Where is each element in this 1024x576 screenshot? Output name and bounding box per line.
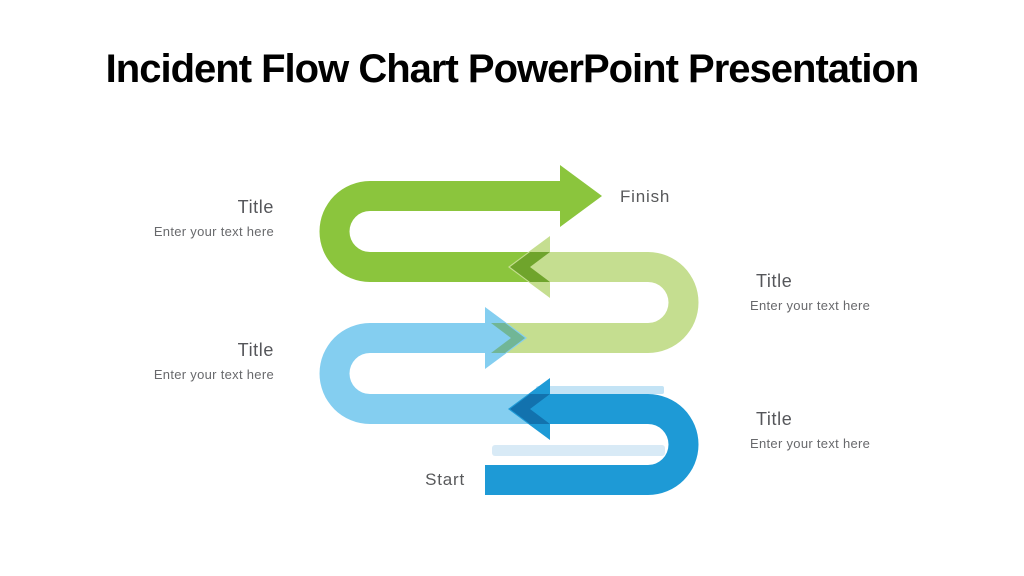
finish-label: Finish [620, 187, 671, 206]
start-label: Start [425, 470, 465, 489]
bar-shadow-lower [492, 445, 665, 456]
step-1-subtitle: Enter your text here [750, 436, 871, 451]
slide-title: Incident Flow Chart PowerPoint Presentat… [105, 47, 920, 91]
fold-shade-teal-junction [491, 323, 525, 353]
fold-shade-blue-junction [510, 394, 550, 424]
fold-shade-green-junction [510, 252, 550, 282]
flow-arrow-step-3 [499, 236, 699, 353]
step-1-label-block: Title Enter your text here [750, 409, 870, 452]
step-2-label-block: Title Enter your text here [154, 340, 274, 383]
step-1-title: Title [756, 409, 793, 429]
step-4-subtitle: Enter your text here [153, 224, 274, 239]
bar-shadow-upper [536, 386, 664, 394]
step-3-subtitle: Enter your text here [750, 298, 871, 313]
step-4-title: Title [237, 197, 274, 217]
flow-arrow-step-1 [485, 378, 699, 495]
step-3-label-block: Title Enter your text here [750, 271, 870, 314]
step-4-label-block: Title Enter your text here [154, 197, 274, 240]
step-3-title: Title [756, 271, 793, 291]
step-2-title: Title [237, 340, 274, 360]
flow-arrow-step-2 [319, 307, 536, 424]
step-2-subtitle: Enter your text here [153, 367, 274, 382]
